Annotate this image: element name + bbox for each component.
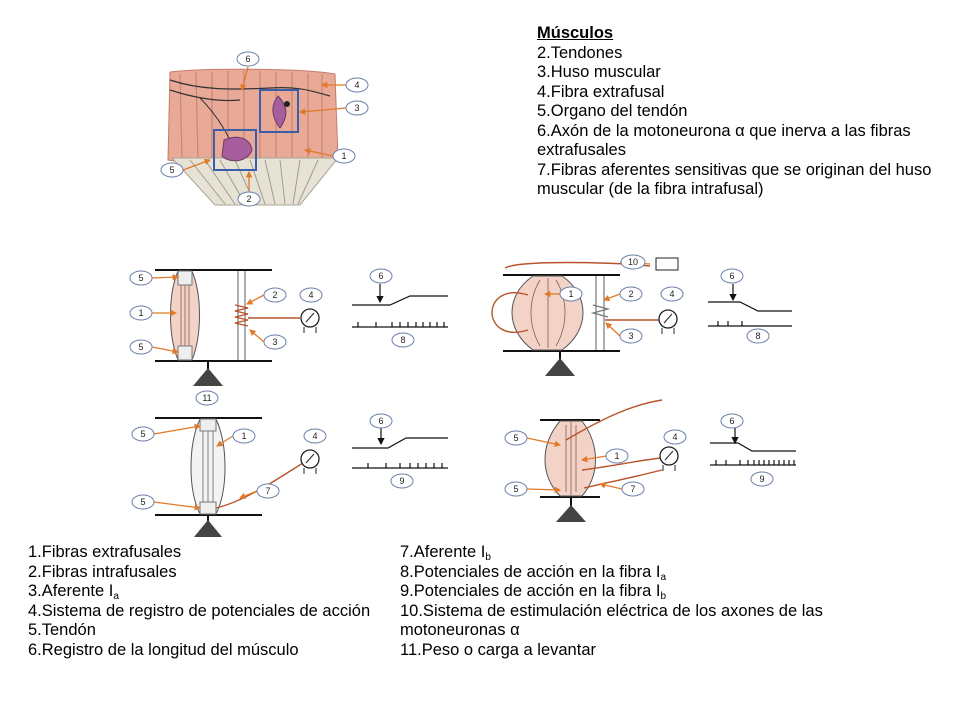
callout-label: 4: [354, 80, 359, 90]
callout-label: 1: [341, 151, 346, 161]
trace-4: [710, 427, 796, 466]
panel-4: [540, 399, 679, 522]
tendon: [177, 345, 193, 361]
panel-2-callouts: 10 1 2 4 3: [543, 254, 684, 344]
length-trace: [352, 437, 448, 449]
callout-label: 6: [729, 271, 734, 281]
callout-label: 8: [755, 331, 760, 341]
callout-label: 6: [378, 271, 383, 281]
spike-train: [367, 463, 443, 468]
panel-2: [491, 257, 679, 376]
top-legend-title: Músculos: [537, 24, 614, 42]
tendon: [199, 501, 217, 515]
trace-2-callouts: 6 8: [720, 268, 770, 344]
callout-label: 4: [308, 290, 313, 300]
legend-item: 9.Potenciales de acción en la fibra Ib: [400, 582, 667, 602]
callout-label: 5: [138, 342, 143, 352]
legend-item: 2.Fibras intrafusales: [28, 562, 177, 581]
bottom-legend-left: 1.Fibras extrafusales 2.Fibras intrafusa…: [28, 543, 373, 660]
callout-label: 1: [241, 431, 246, 441]
callout-label: 5: [140, 429, 145, 439]
callout-label: 2: [246, 194, 251, 204]
callout-label: 8: [400, 335, 405, 345]
legend-item: 10.Sistema de estimulación eléctrica de …: [400, 601, 823, 640]
legend-item: 4.Sistema de registro de potenciales de …: [28, 601, 371, 620]
callout-label: 1: [568, 289, 573, 299]
spike-train: [357, 322, 445, 327]
trace-3-callouts: 6 9: [369, 413, 414, 489]
legend-item: 11.Peso o carga a levantar: [400, 640, 596, 659]
callout-label: 3: [354, 103, 359, 113]
trace-3: [352, 426, 448, 469]
callout-label: 11: [202, 393, 211, 403]
callout-label: 4: [672, 432, 677, 442]
muscle-illustration: [167, 68, 340, 206]
tendon: [199, 418, 217, 432]
callout-label: 6: [378, 416, 383, 426]
legend-item: 1.Fibras extrafusales: [28, 543, 182, 561]
highlight-box: [213, 129, 257, 171]
bottom-legend-right: 7.Aferente Ib 8.Potenciales de acción en…: [400, 543, 910, 660]
callout-label: 1: [614, 451, 619, 461]
trace-1: [352, 284, 448, 328]
callout-label: 5: [138, 273, 143, 283]
callout-label: 5: [513, 484, 518, 494]
callout-label: 9: [399, 476, 404, 486]
callout-label: 3: [272, 337, 277, 347]
tendon-organ: [221, 136, 253, 162]
tendon: [177, 270, 193, 286]
callout-label: 5: [140, 497, 145, 507]
callout-label: 6: [729, 416, 734, 426]
trace-4-callouts: 6 9: [720, 413, 774, 487]
top-legend: Músculos 2.Tendones 3.Huso muscular 4.Fi…: [537, 24, 945, 200]
legend-item: 5.Tendón: [28, 621, 96, 639]
legend-item: 6.Registro de la longitud del músculo: [28, 640, 299, 659]
callout-label: 2: [272, 290, 277, 300]
callout-label: 7: [630, 484, 635, 494]
panel-4-callouts: 5 4 1 5 7: [504, 429, 687, 497]
length-trace: [708, 301, 792, 312]
callout-label: 4: [312, 431, 317, 441]
callout-label: 5: [169, 165, 174, 175]
top-legend-item: 6.Axón de la motoneurona α que inerva a …: [537, 121, 911, 160]
top-legend-item: 2.Tendones: [537, 43, 623, 62]
legend-item: 7.Aferente Ib: [400, 543, 491, 563]
length-trace: [710, 442, 796, 452]
callout-label: 2: [628, 289, 633, 299]
panel-3-callouts: 5 1 4 5 7: [131, 423, 327, 511]
spike-train: [717, 321, 743, 326]
length-trace: [352, 295, 448, 306]
top-legend-item: 7.Fibras aferentes sensitivas que se ori…: [537, 160, 932, 199]
callout-label: 10: [628, 257, 638, 267]
top-legend-item: 3.Huso muscular: [537, 63, 661, 81]
top-legend-item: 5.Organo del tendón: [537, 102, 688, 120]
weight: [545, 358, 575, 376]
weight: [556, 505, 586, 522]
muscle-spindle: [272, 95, 287, 129]
spike-train: [715, 460, 795, 465]
top-callouts: 6 4 3 1 5 2: [160, 51, 369, 207]
panel-1: [155, 269, 320, 386]
trace-1-callouts: 6 8: [369, 268, 415, 348]
callout-label: 7: [265, 486, 270, 496]
callout-label: 9: [759, 474, 764, 484]
callout-label: 1: [138, 308, 143, 318]
callout-label: 5: [513, 433, 518, 443]
trace-2: [708, 284, 792, 327]
legend-item: 8.Potenciales de acción en la fibra Ia: [400, 562, 667, 583]
callout-label: 3: [628, 331, 633, 341]
legend-item: 3.Aferente Ia: [28, 582, 119, 602]
top-legend-item: 4.Fibra extrafusal: [537, 82, 665, 101]
stimulator: [655, 257, 679, 271]
panel-1-callouts: 5 1 5 2 4 3 11: [129, 270, 323, 406]
callout-label: 6: [245, 54, 250, 64]
callout-label: 4: [669, 289, 674, 299]
highlight-box: [259, 89, 299, 133]
weight: [194, 520, 222, 537]
weight: [193, 368, 223, 386]
